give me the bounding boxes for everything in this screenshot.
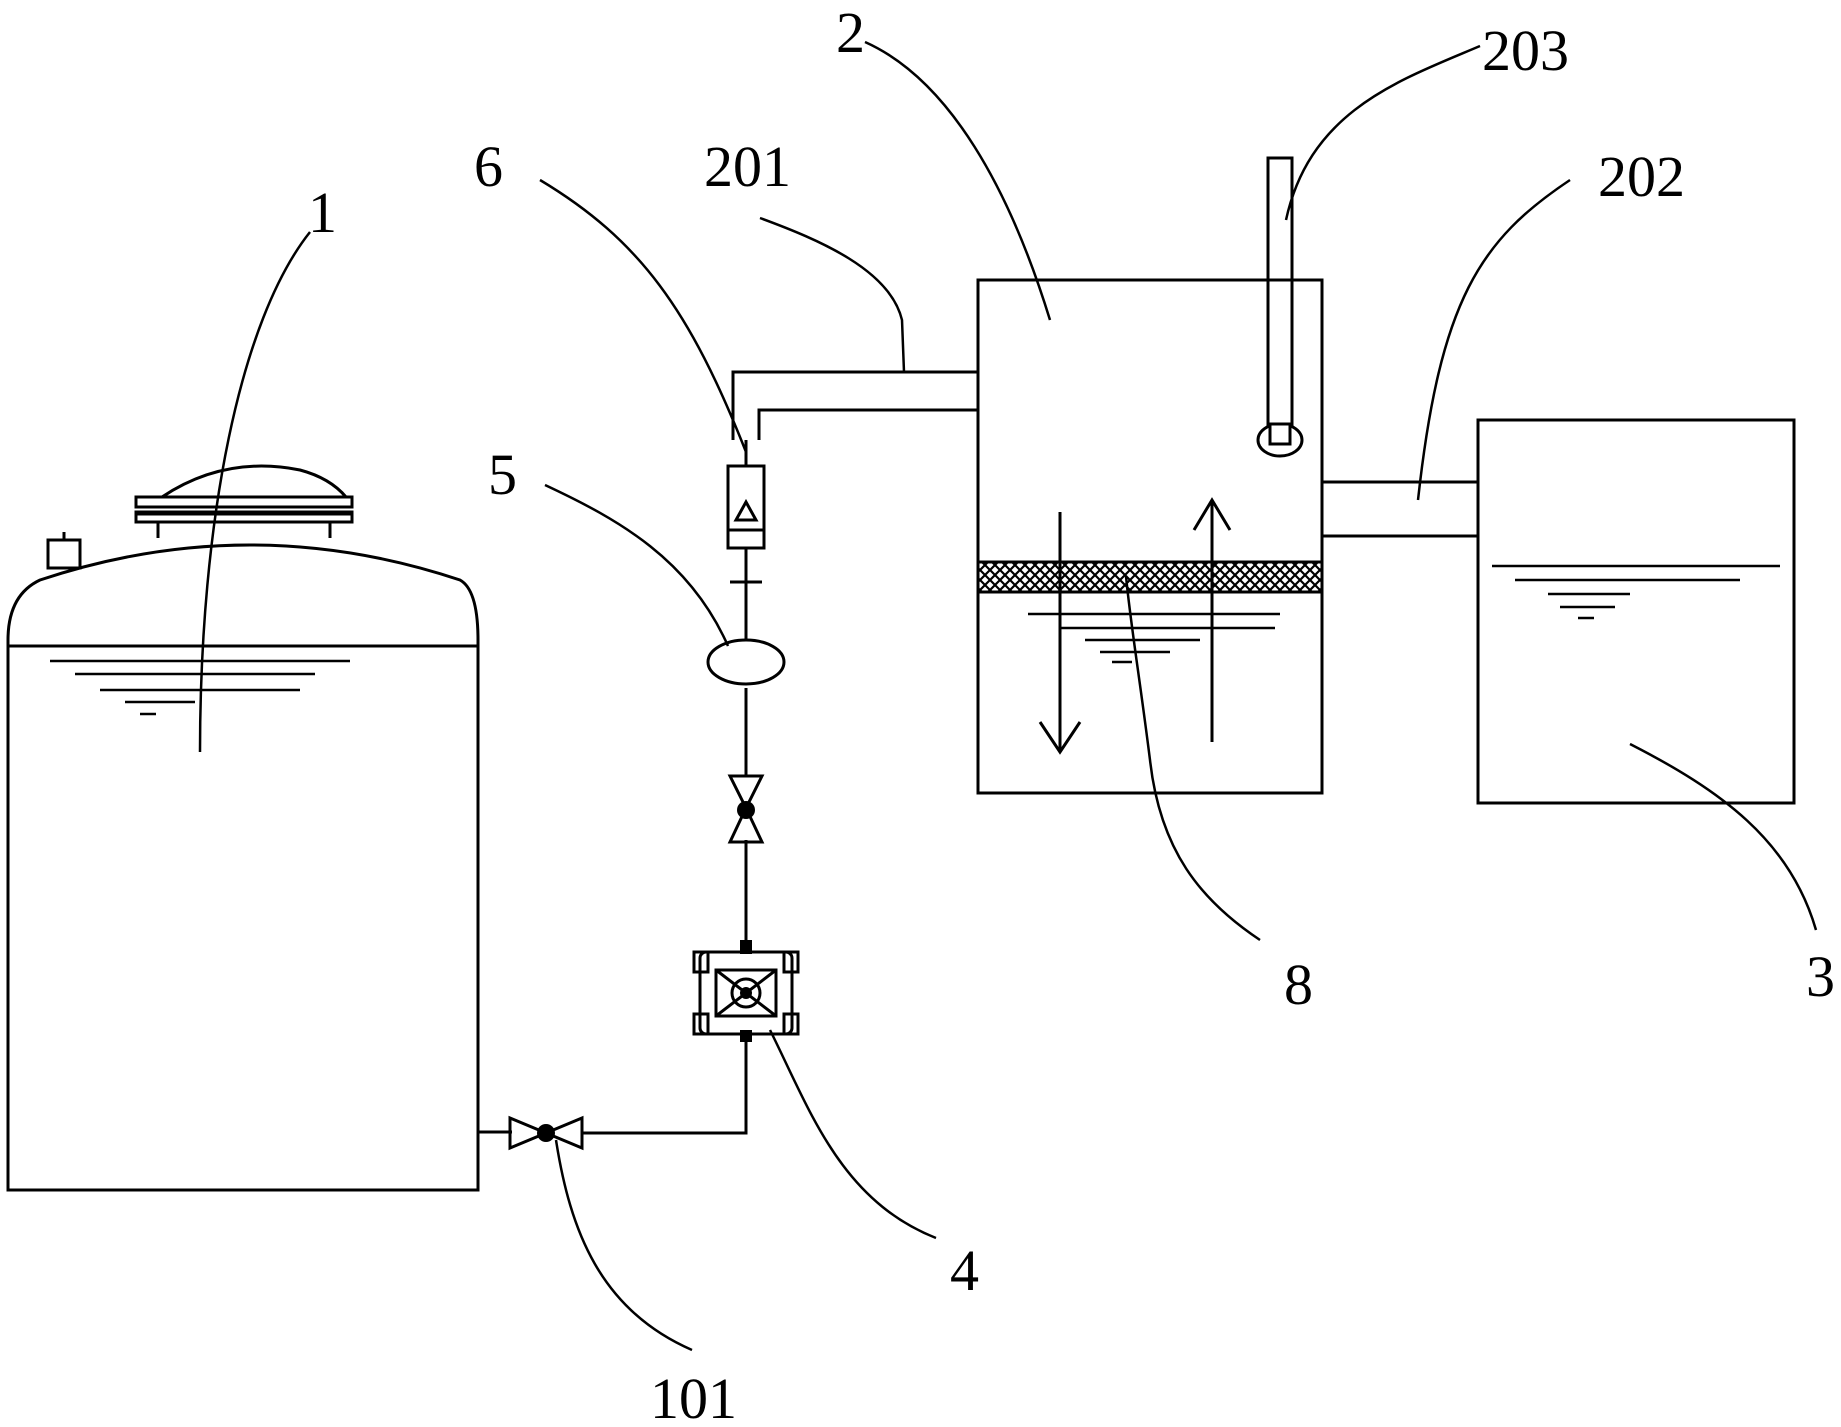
- leader-2: [864, 40, 1052, 321]
- butterfly-valve-icon: [508, 1115, 584, 1151]
- tank-3-body: [1476, 418, 1796, 805]
- tank-2-body: [976, 278, 1324, 795]
- callout-1: 1: [308, 180, 337, 245]
- leader-6: [539, 178, 748, 453]
- liquid-level-icon: [1492, 564, 1780, 620]
- callout-2: 2: [836, 0, 865, 65]
- callout-201: 201: [704, 134, 791, 199]
- leader-1: [198, 231, 311, 753]
- collection-tank-3: [1476, 418, 1796, 805]
- leader-4: [768, 1029, 937, 1240]
- rotameter-icon: [726, 440, 766, 550]
- callout-3: 3: [1806, 944, 1835, 1009]
- diaphragm-pump-icon: [692, 940, 800, 1042]
- leader-5: [544, 483, 730, 647]
- storage-tank-1: [6, 464, 512, 1192]
- callout-203: 203: [1482, 18, 1569, 83]
- flowmeter-6: [726, 464, 766, 550]
- pipe-201: [731, 370, 978, 440]
- arrow-icon: [1192, 497, 1232, 742]
- reaction-tank-2: [976, 278, 1324, 795]
- callout-6: 6: [474, 134, 503, 199]
- leader-201: [759, 216, 906, 373]
- callout-8: 8: [1284, 952, 1313, 1017]
- leader-3: [1629, 742, 1818, 931]
- arrow-icon: [1038, 512, 1082, 755]
- tank-1-nozzle: [46, 538, 82, 570]
- tube-203: [1256, 156, 1304, 458]
- callout-202: 202: [1598, 144, 1685, 209]
- leader-101: [554, 1139, 693, 1352]
- callout-5: 5: [488, 442, 517, 507]
- flowmeter-5: [706, 638, 786, 686]
- pipe-202: [1322, 480, 1478, 538]
- tank-1-body: [6, 543, 480, 1192]
- leader-8: [1124, 575, 1261, 942]
- rotameter-icon: [706, 638, 786, 686]
- tank-1-manhole: [134, 464, 354, 538]
- butterfly-valve-icon: [727, 774, 765, 844]
- leader-lines: [198, 40, 1818, 1352]
- liquid-level-icon: [1028, 612, 1280, 664]
- pipe-tank-to-pump: [582, 1030, 748, 1135]
- leader-202: [1416, 178, 1571, 501]
- leader-203: [1284, 44, 1481, 221]
- callout-101: 101: [650, 1366, 737, 1427]
- filter-layer-8: [976, 560, 1324, 594]
- callout-4: 4: [950, 1238, 979, 1303]
